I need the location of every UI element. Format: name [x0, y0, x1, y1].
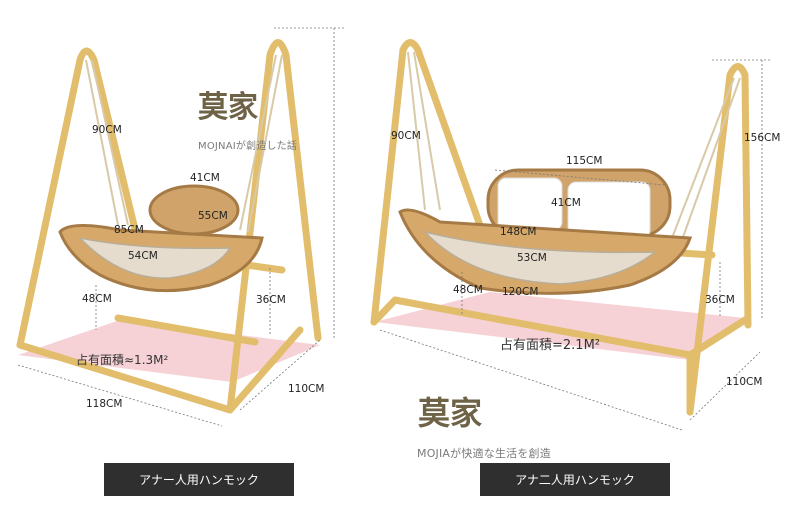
right-ropes: [407, 51, 741, 241]
right-dim-depth: 110CM: [726, 376, 763, 388]
left-basket: [58, 184, 264, 293]
left-dim-seat: 54CM: [128, 250, 158, 262]
right-dim-height-side: 36CM: [705, 294, 735, 306]
dimension-lines: [17, 27, 770, 431]
left-area-label: 占有面積≈1.3M²: [76, 353, 169, 367]
left-ropes: [85, 54, 283, 233]
left-dim-rope: 90CM: [92, 124, 122, 136]
right-dim-height-front: 48CM: [453, 284, 483, 296]
left-dim-height-front: 48CM: [82, 293, 112, 305]
right-dim-total-height: 156CM: [744, 132, 781, 144]
right-dim-rope: 90CM: [391, 130, 421, 142]
right-area-label: 占有面積=2.1M²: [500, 338, 600, 353]
right-tagline: MOJIAが快適な生活を創造: [417, 447, 551, 460]
right-dim-bottom: 120CM: [502, 286, 539, 298]
right-dim-width: 148CM: [500, 226, 537, 238]
right-dim-seat-depth: 41CM: [551, 197, 581, 209]
right-product-label: アナ二人用ハンモック: [480, 463, 670, 496]
left-dim-height-side: 36CM: [256, 294, 286, 306]
left-brand-logo: 莫家: [198, 90, 258, 125]
left-dim-length: 118CM: [86, 398, 123, 410]
right-basket: [398, 168, 693, 295]
left-dim-width-top: 85CM: [114, 224, 144, 236]
right-dim-seat: 53CM: [517, 252, 547, 264]
left-dim-back: 55CM: [198, 210, 228, 222]
left-dim-depth: 110CM: [288, 383, 325, 395]
right-floor-area: [375, 292, 745, 360]
right-dim-top-width: 115CM: [566, 155, 603, 167]
left-tagline: MOJNAIが創造した話: [198, 141, 298, 152]
right-brand-logo: 莫家: [418, 394, 483, 432]
left-floor-area: [18, 320, 320, 382]
left-dim-seat-depth: 41CM: [190, 172, 220, 184]
left-product-label: アナー人用ハンモック: [104, 463, 294, 496]
